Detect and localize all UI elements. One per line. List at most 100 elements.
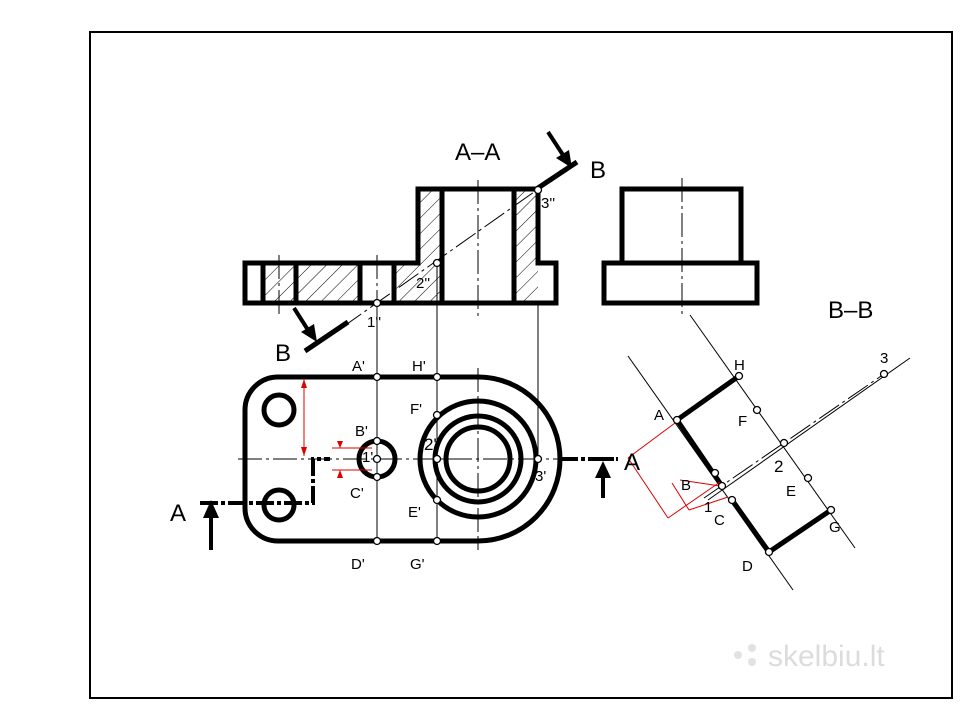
point-2pp xyxy=(432,258,442,268)
label-bb-f: F xyxy=(738,413,747,430)
point-cp xyxy=(372,472,382,482)
point-fp xyxy=(432,410,442,420)
sheet-frame xyxy=(89,31,953,699)
label-bb-c: C xyxy=(714,512,725,529)
point-3p xyxy=(533,454,543,464)
label-1p: 1' xyxy=(362,449,373,466)
watermark-dots-icon-2 xyxy=(748,644,756,652)
label-3pp: 3'' xyxy=(541,195,555,212)
cut-arrow-a-right-head xyxy=(595,461,611,478)
label-bb-3: 3 xyxy=(880,350,888,367)
bb-dim-ext-1 xyxy=(627,422,676,459)
label-bp: B' xyxy=(355,423,368,440)
bb-point-h xyxy=(734,371,744,381)
point-2p xyxy=(432,454,442,464)
label-bb-d: D xyxy=(742,558,753,575)
label-section-aa: A–A xyxy=(455,139,500,166)
bb-dim-ext-4 xyxy=(688,496,729,511)
bb-dim-ext-3 xyxy=(679,479,721,487)
hole-top-left xyxy=(261,392,297,428)
point-dp xyxy=(372,536,382,546)
hatch-base-mid xyxy=(298,263,360,303)
label-cp: C' xyxy=(350,485,364,502)
label-bb-e: E xyxy=(786,483,796,500)
cut-b-bottom-stroke xyxy=(303,319,350,354)
bb-point-3 xyxy=(879,369,889,379)
label-1pp: 1'' xyxy=(367,314,381,331)
dim-arrow-1 xyxy=(301,379,307,388)
label-ep: E' xyxy=(408,504,421,521)
bb-dim-2 xyxy=(671,482,690,511)
bb-point-c xyxy=(727,495,737,505)
label-3p: 3' xyxy=(535,468,546,485)
bb-point-2 xyxy=(779,438,789,448)
hatch-boss-right xyxy=(514,189,538,303)
label-bb-2: 2 xyxy=(774,457,783,476)
point-3pp xyxy=(533,185,543,195)
label-cut-b-bottom: B xyxy=(275,340,291,367)
bb-axis xyxy=(703,373,885,499)
bb-point-1 xyxy=(717,481,727,491)
bb-point-g xyxy=(826,505,836,515)
dim-arrow-2 xyxy=(301,447,307,456)
watermark: skelbiu.lt xyxy=(734,640,885,673)
bb-point-f xyxy=(752,405,762,415)
bb-outline-top xyxy=(675,373,741,423)
label-cut-b-top: B xyxy=(590,157,606,184)
cutting-plane-aa xyxy=(200,457,330,505)
point-hp xyxy=(432,372,442,382)
watermark-dots-icon xyxy=(734,651,742,659)
bb-thin-3 xyxy=(707,357,911,501)
point-1pp xyxy=(372,298,382,308)
label-2pp: 2'' xyxy=(416,275,430,292)
label-gp: G' xyxy=(410,556,425,573)
dim-arrow-4 xyxy=(337,470,343,478)
section-bb-view xyxy=(627,314,911,591)
projection-points xyxy=(372,185,543,546)
watermark-text: skelbiu.lt xyxy=(768,640,885,673)
cut-arrow-a-left-head xyxy=(203,500,219,518)
bb-point-b xyxy=(710,468,720,478)
label-ap: A' xyxy=(352,358,365,375)
side-view xyxy=(601,178,760,318)
label-hp: H' xyxy=(412,358,426,375)
cutting-plane-bb-line xyxy=(312,167,569,349)
plan-outline xyxy=(242,374,563,544)
cutting-plane-bb xyxy=(292,130,579,354)
label-cut-a-right: A xyxy=(624,449,640,476)
top-view xyxy=(200,263,618,550)
bb-outline-right xyxy=(729,498,833,556)
label-bb-a: A xyxy=(654,407,664,424)
point-gp xyxy=(432,536,442,546)
point-ap xyxy=(372,372,382,382)
cut-arrow-b-top-shaft xyxy=(546,130,565,157)
label-bb-g: G xyxy=(829,519,841,536)
section-aa-view xyxy=(242,180,559,318)
label-bb-1: 1 xyxy=(704,499,712,516)
labels: A–A B–B B B A A 3'' 2'' 1'' A' H' F' B' … xyxy=(170,139,888,575)
label-2p: 2' xyxy=(424,435,437,454)
label-dp: D' xyxy=(351,556,365,573)
hatch-boss-left xyxy=(418,189,442,303)
cut-arrow-b-bottom-head xyxy=(301,324,317,342)
point-ep xyxy=(432,495,442,505)
side-view-base xyxy=(601,260,760,306)
bb-dim-1 xyxy=(627,457,669,519)
dim-arrow-3 xyxy=(337,441,343,448)
bb-point-a xyxy=(672,415,682,425)
label-cut-a-left: A xyxy=(170,500,186,527)
bb-dim-ext-2 xyxy=(667,481,721,519)
boss-bore-circle xyxy=(443,424,513,494)
label-bb-h: H xyxy=(734,357,745,374)
hatch-base-right xyxy=(396,263,418,303)
label-fp: F' xyxy=(410,401,422,418)
bb-point-d xyxy=(764,547,774,557)
cut-arrow-b-bottom-shaft xyxy=(292,306,310,332)
label-bb-b: B xyxy=(681,477,691,494)
bb-point-e xyxy=(803,473,813,483)
label-section-bb: B–B xyxy=(828,297,873,324)
point-1p xyxy=(372,454,382,464)
watermark-dots-icon-3 xyxy=(748,658,756,666)
point-bp xyxy=(372,436,382,446)
